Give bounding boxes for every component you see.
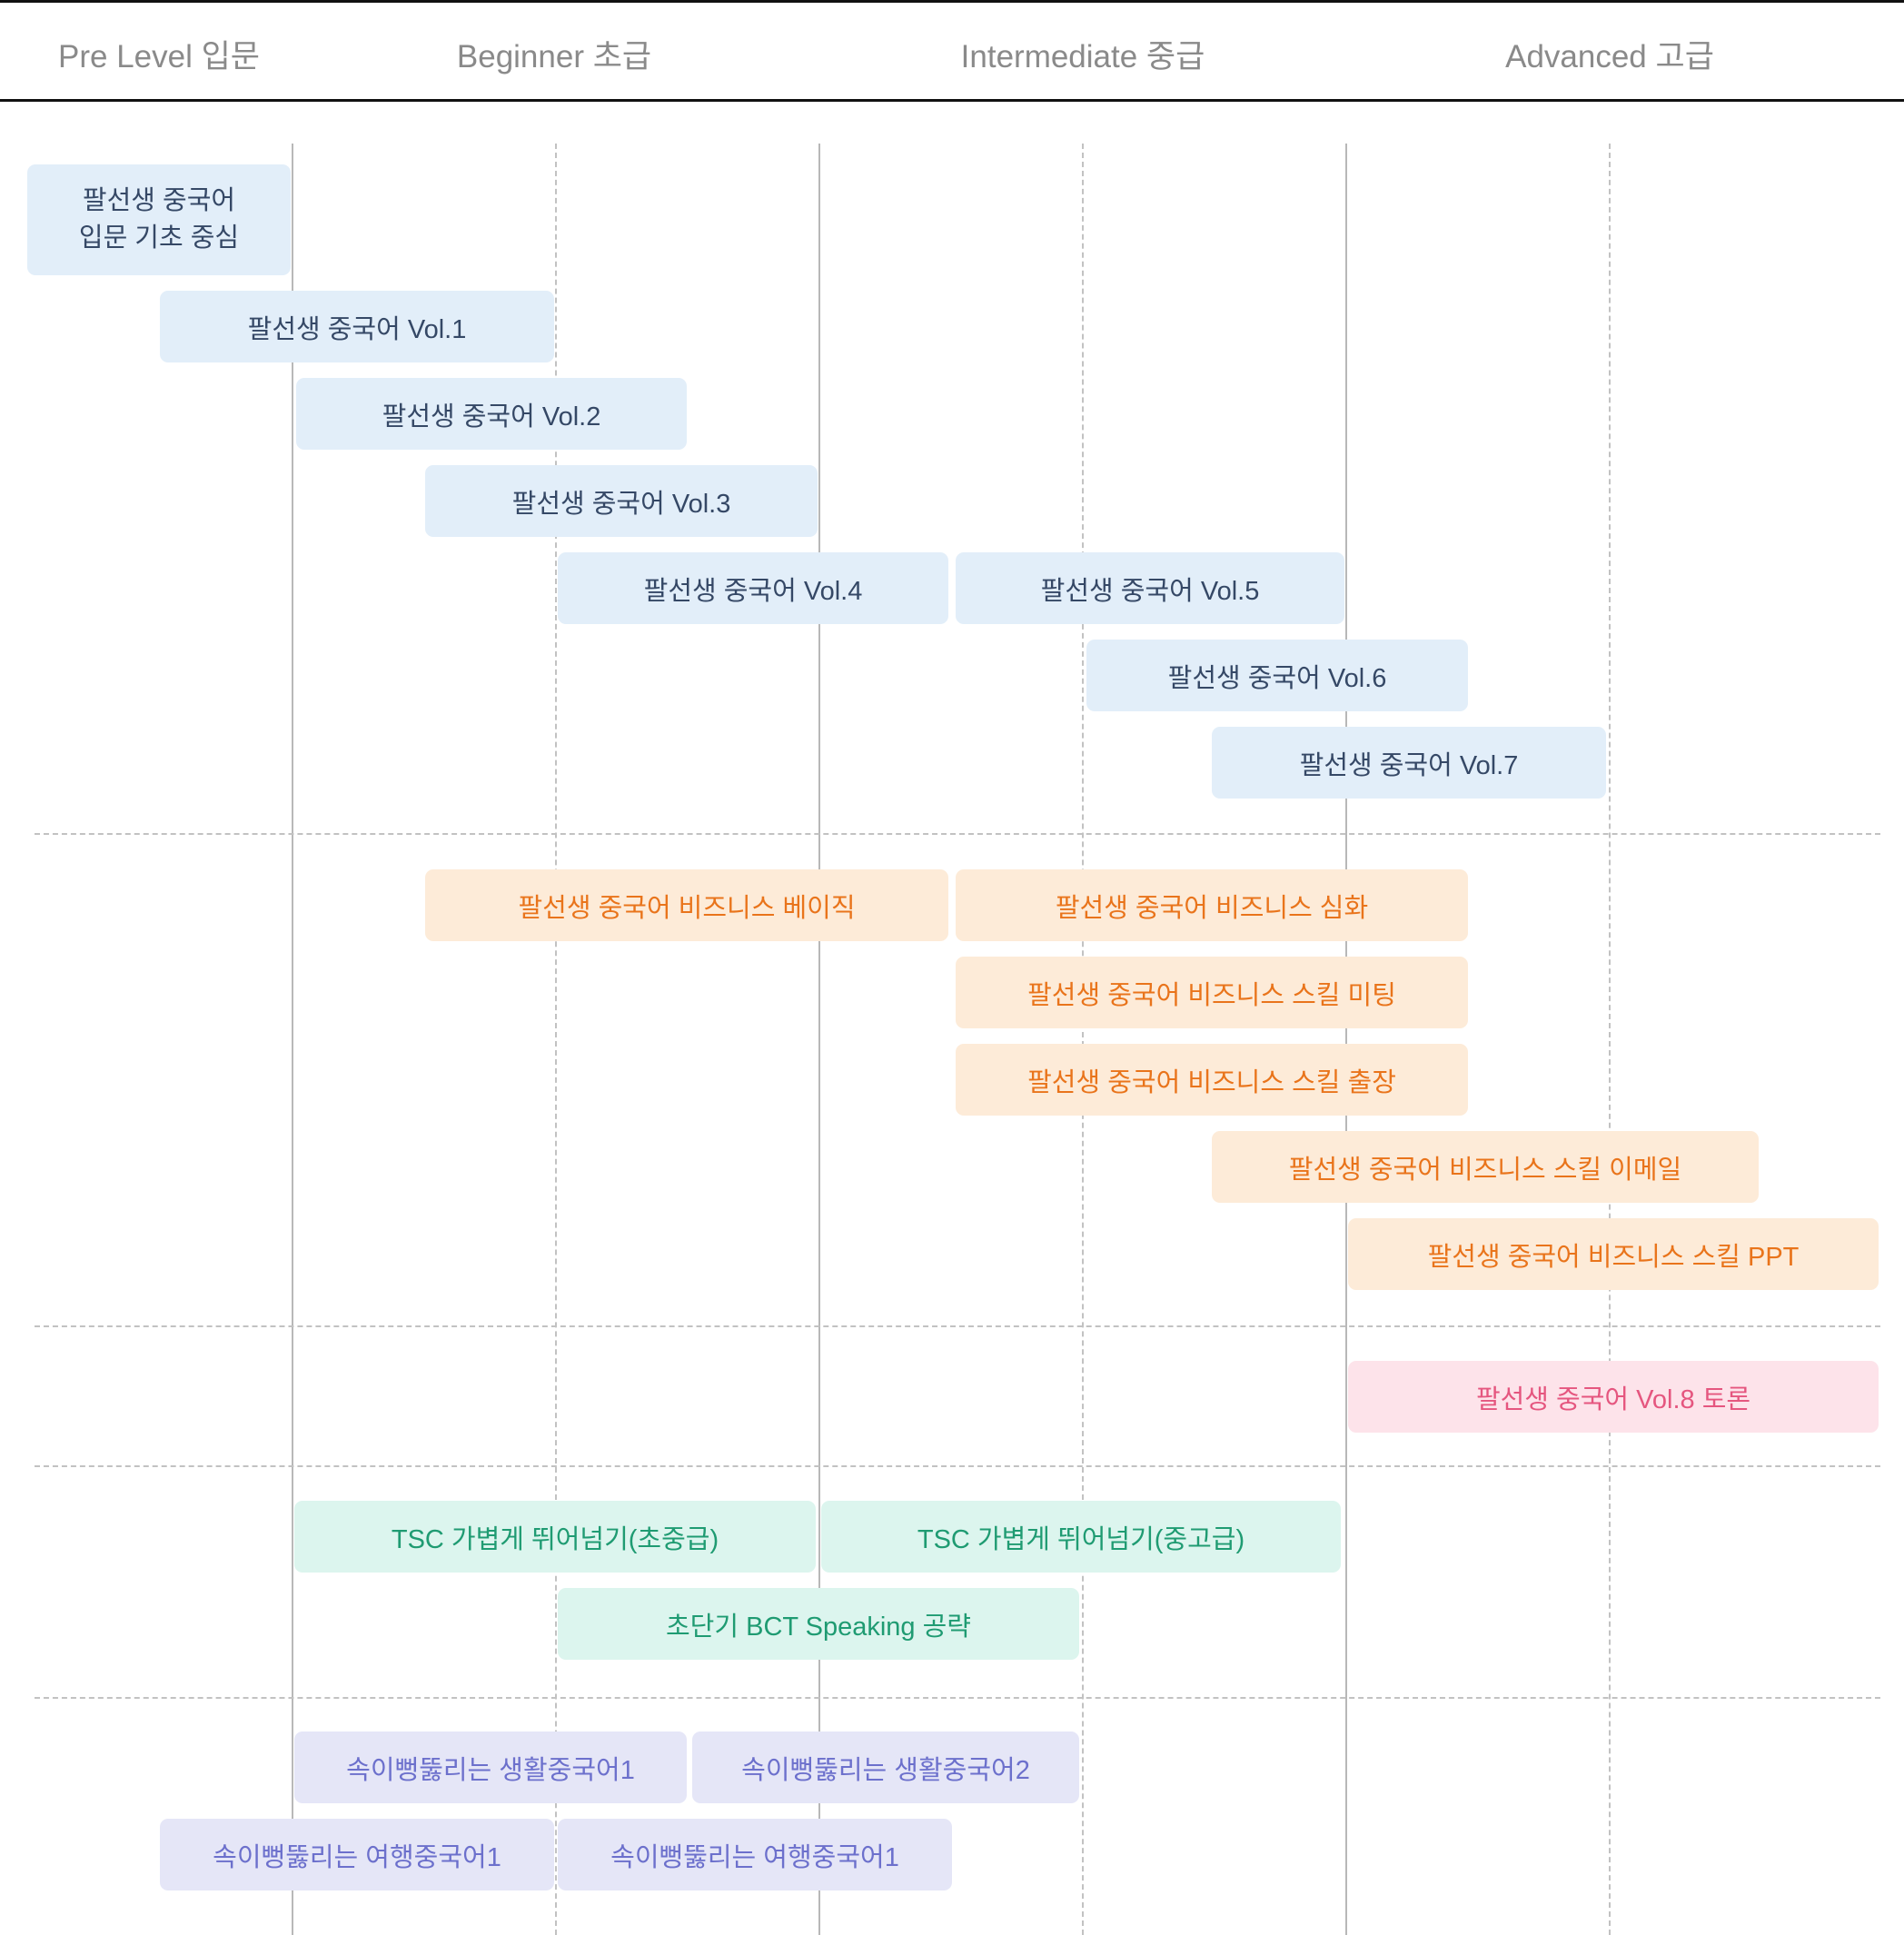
course-core-vol6[interactable]: 팔선생 중국어 Vol.6 [1086,640,1468,711]
course-business-basic[interactable]: 팔선생 중국어 비즈니스 베이직 [425,869,948,941]
course-travel-chinese-1b[interactable]: 속이뻥뚫리는 여행중국어1 [558,1819,952,1890]
course-daily-chinese-2[interactable]: 속이뻥뚫리는 생활중국어2 [692,1732,1079,1803]
course-core-vol2[interactable]: 팔선생 중국어 Vol.2 [296,378,687,450]
course-business-email[interactable]: 팔선생 중국어 비즈니스 스킬 이메일 [1212,1131,1759,1203]
course-core-intro[interactable]: 팔선생 중국어 입문 기초 중심 [27,164,291,275]
level-beginner: Beginner 초급 [456,39,652,74]
course-core-vol3[interactable]: 팔선생 중국어 Vol.3 [425,465,818,537]
header-top-rule [0,0,1904,3]
course-business-advanced[interactable]: 팔선생 중국어 비즈니스 심화 [956,869,1468,941]
course-core-vol5[interactable]: 팔선생 중국어 Vol.5 [956,552,1344,624]
course-tsc-advanced[interactable]: TSC 가볍게 뛰어넘기(중고급) [821,1501,1341,1573]
course-business-ppt[interactable]: 팔선생 중국어 비즈니스 스킬 PPT [1348,1218,1879,1290]
course-vol8-discussion[interactable]: 팔선생 중국어 Vol.8 토론 [1348,1361,1879,1433]
course-travel-chinese-1[interactable]: 속이뻥뚫리는 여행중국어1 [160,1819,554,1890]
course-core-vol1[interactable]: 팔선생 중국어 Vol.1 [160,291,554,362]
section-separator [35,1465,1880,1467]
course-bct-speaking[interactable]: 초단기 BCT Speaking 공략 [558,1588,1079,1660]
level-pre: Pre Level 입문 [58,39,260,74]
level-advanced: Advanced 고급 [1505,39,1714,74]
grid-line-dashed [1609,144,1611,1935]
course-core-vol4[interactable]: 팔선생 중국어 Vol.4 [558,552,948,624]
grid-line-solid [818,144,820,1935]
level-intermediate: Intermediate 중급 [960,39,1205,74]
grid-line-dashed [555,144,557,1935]
grid-line-dashed [1082,144,1084,1935]
header-bottom-rule [0,99,1904,102]
course-business-meeting[interactable]: 팔선생 중국어 비즈니스 스킬 미팅 [956,957,1468,1028]
course-daily-chinese-1[interactable]: 속이뻥뚫리는 생활중국어1 [294,1732,687,1803]
course-core-vol7[interactable]: 팔선생 중국어 Vol.7 [1212,727,1606,799]
grid-line-solid [1345,144,1347,1935]
section-separator [35,1697,1880,1699]
section-separator [35,833,1880,835]
course-tsc-beginner[interactable]: TSC 가볍게 뛰어넘기(초중급) [294,1501,816,1573]
grid-line-solid [292,144,293,1935]
section-separator [35,1325,1880,1327]
course-business-trip[interactable]: 팔선생 중국어 비즈니스 스킬 출장 [956,1044,1468,1116]
